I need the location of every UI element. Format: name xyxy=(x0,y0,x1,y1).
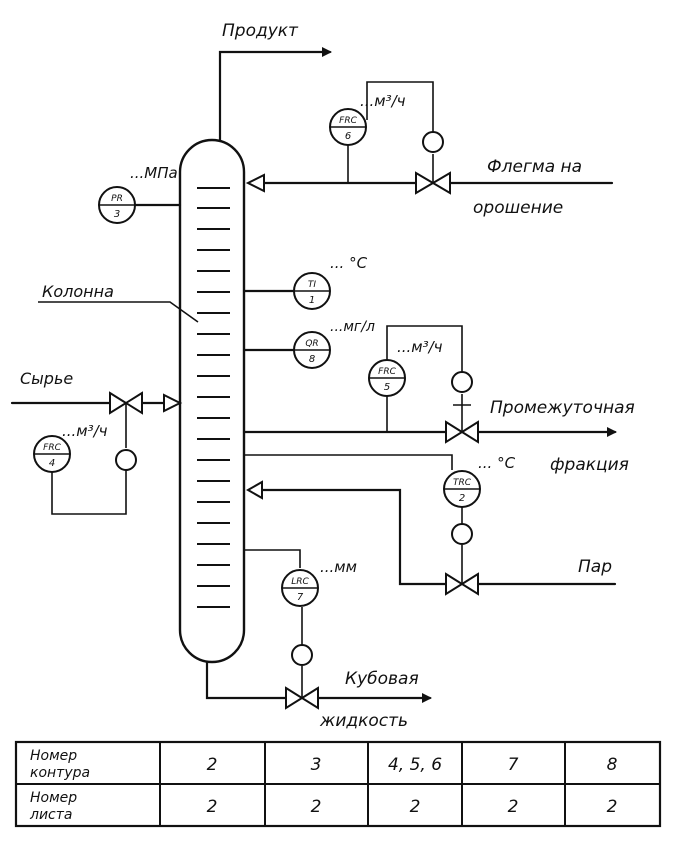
qr8-number: 8 xyxy=(309,354,315,365)
column-label-group: Колонна xyxy=(38,282,199,323)
frc6-unit: ...м³/ч xyxy=(360,92,406,110)
product-line: Продукт xyxy=(218,21,332,142)
bottoms-line: Кубовая жидкость xyxy=(205,549,432,731)
frc4-unit: ...м³/ч xyxy=(62,422,108,440)
instrument-frc4: FRC 4 ...м³/ч xyxy=(33,422,108,473)
steam-actuator-icon xyxy=(451,523,473,545)
sheet-cell: 2 xyxy=(607,797,618,817)
row2-label-line1: Номер xyxy=(30,790,77,806)
frc4-number: 4 xyxy=(49,458,55,469)
reflux-line: Флегма на орошение xyxy=(245,81,614,218)
ti1-number: 1 xyxy=(309,295,315,306)
instrument-lrc7: LRC 7 ...мм xyxy=(281,558,357,607)
steam-control-valve xyxy=(445,523,479,596)
product-label: Продукт xyxy=(222,21,299,41)
intermediate-fraction-line: Промежуточная фракция xyxy=(242,325,635,475)
contour-cell: 8 xyxy=(607,755,618,775)
ti1-code: TI xyxy=(308,280,316,290)
contour-cell: 3 xyxy=(311,755,322,775)
frc5-number: 5 xyxy=(384,382,390,393)
row1-label-line1: Номер xyxy=(30,748,77,764)
instrument-ti1: TI 1 ... °С xyxy=(293,254,368,310)
feed-inlet-arrow xyxy=(163,393,183,413)
pr3-code: PR xyxy=(111,194,123,204)
intermediate-actuator-icon xyxy=(451,371,473,393)
row2-label-line2: листа xyxy=(29,807,72,823)
contour-cell: 7 xyxy=(508,755,519,775)
instrument-pr3: PR 3 ...МПа xyxy=(98,164,178,224)
bottoms-control-valve xyxy=(285,644,319,710)
frc5-code: FRC xyxy=(378,367,396,377)
lrc7-unit: ...мм xyxy=(320,558,357,576)
bottoms-actuator-icon xyxy=(291,644,313,666)
column-trays xyxy=(197,187,230,608)
bottoms-label-line1: Кубовая xyxy=(345,669,419,689)
contour-sheet-table: Номер контура Номер листа 2 3 4, 5, 6 7 … xyxy=(14,740,662,828)
trc2-code: TRC xyxy=(453,478,472,488)
sheet-cell: 2 xyxy=(410,797,421,817)
reflux-actuator-icon xyxy=(422,131,444,153)
frc5-unit: ...м³/ч xyxy=(397,338,443,356)
column-label: Колонна xyxy=(42,282,114,301)
contour-cell: 4, 5, 6 xyxy=(388,755,442,775)
sheet-cell: 2 xyxy=(311,797,322,817)
instrument-frc6: FRC 6 ...м³/ч xyxy=(329,92,406,146)
pr3-unit: ...МПа xyxy=(130,164,178,182)
feed-label: Сырье xyxy=(20,369,73,388)
frc6-code: FRC xyxy=(339,116,357,126)
reflux-label-line2: орошение xyxy=(473,198,563,218)
lrc7-code: LRC xyxy=(291,577,309,587)
feed-line: Сырье xyxy=(10,369,183,515)
reflux-label-line1: Флегма на xyxy=(487,157,582,177)
row1-label-line2: контура xyxy=(30,765,90,781)
feed-control-valve xyxy=(109,391,143,471)
sheet-cell: 2 xyxy=(207,797,218,817)
contour-cell: 2 xyxy=(207,755,218,775)
frc6-number: 6 xyxy=(345,131,351,142)
feed-actuator-icon xyxy=(115,449,137,471)
reflux-inlet-arrow xyxy=(245,173,265,193)
lrc7-number: 7 xyxy=(297,592,304,603)
bottoms-label-line2: жидкость xyxy=(319,711,408,731)
intermediate-control-valve xyxy=(445,371,479,444)
pr3-number: 3 xyxy=(114,209,120,220)
instrument-qr8: QR 8 ...мг/л xyxy=(293,319,375,369)
instrument-trc2: TRC 2 ... °С xyxy=(443,454,516,508)
steam-return-arrow xyxy=(245,480,263,500)
qr8-unit: ...мг/л xyxy=(330,319,375,335)
trc2-unit: ... °С xyxy=(478,454,516,472)
intermediate-label-line1: Промежуточная xyxy=(490,398,635,418)
qr8-code: QR xyxy=(305,339,318,349)
distillation-column xyxy=(178,138,246,664)
trc2-number: 2 xyxy=(459,493,465,504)
ti1-unit: ... °С xyxy=(330,254,368,272)
steam-line: Пар xyxy=(244,454,617,596)
sheet-cell: 2 xyxy=(508,797,519,817)
intermediate-label-line2: фракция xyxy=(550,455,629,475)
reflux-control-valve xyxy=(415,131,451,195)
frc4-code: FRC xyxy=(43,443,61,453)
instrument-frc5: FRC 5 ...м³/ч xyxy=(368,338,443,397)
steam-label: Пар xyxy=(578,557,612,577)
